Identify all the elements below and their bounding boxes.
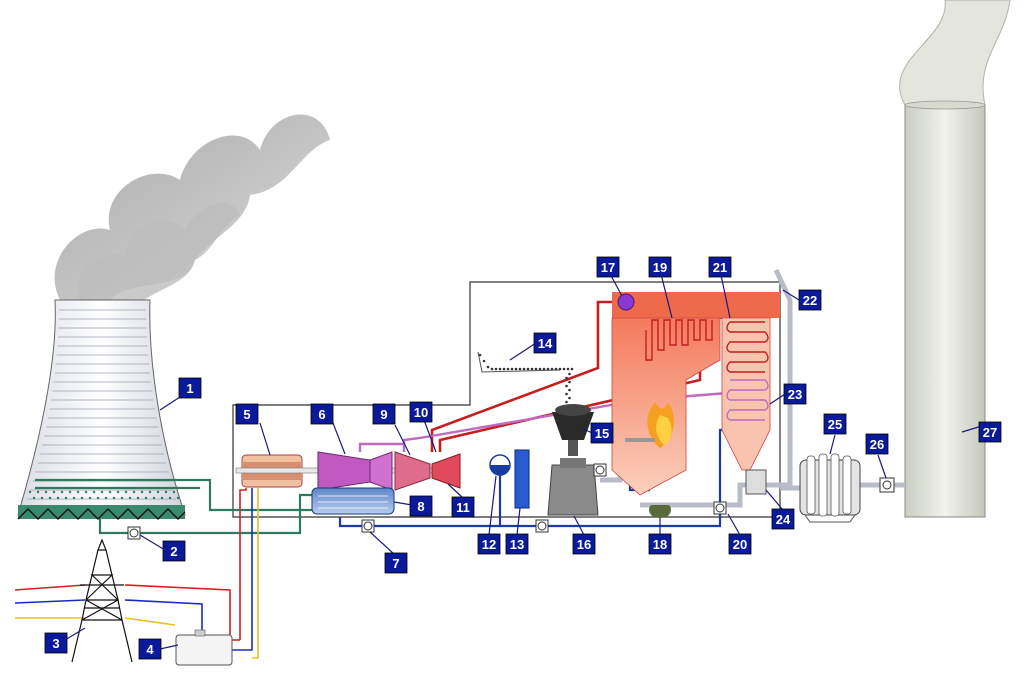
label-text: 18	[653, 537, 667, 552]
label-text: 1	[186, 381, 193, 396]
label-text: 10	[414, 405, 428, 420]
label-13: 13	[505, 533, 529, 555]
label-leader-lines	[64, 269, 986, 650]
label-10: 10	[409, 401, 433, 423]
label-20: 20	[728, 533, 752, 555]
label-5: 5	[235, 403, 259, 425]
label-17: 17	[596, 256, 620, 278]
cooling-water-pump	[127, 526, 141, 540]
induced-draught-fan	[879, 477, 895, 493]
label-text: 14	[538, 336, 553, 351]
label-text: 17	[601, 260, 615, 275]
coal-feeder-fan	[593, 463, 607, 477]
label-19: 19	[648, 256, 672, 278]
low-pressure-turbine	[317, 451, 393, 491]
label-text: 5	[243, 407, 250, 422]
label-18: 18	[648, 533, 672, 555]
label-text: 21	[713, 260, 727, 275]
electrostatic-precipitator	[799, 453, 861, 523]
label-25: 25	[823, 413, 847, 435]
cooling-tower	[17, 299, 186, 520]
label-23: 23	[783, 383, 807, 405]
condensate-pump	[361, 519, 375, 533]
label-text: 8	[417, 499, 424, 514]
label-7: 7	[384, 552, 408, 574]
deaerator	[489, 454, 511, 476]
label-3: 3	[44, 632, 68, 654]
label-24: 24	[771, 508, 795, 530]
label-text: 27	[983, 425, 997, 440]
label-2: 2	[162, 540, 186, 562]
label-1: 1	[178, 377, 202, 399]
air-preheater	[745, 469, 767, 495]
label-26: 26	[865, 433, 889, 455]
surface-condenser	[311, 487, 395, 515]
coal-hopper	[552, 404, 594, 456]
transmission-tower	[71, 538, 133, 663]
chimney-stack	[899, 0, 1011, 518]
label-6: 6	[310, 403, 334, 425]
label-text: 4	[146, 642, 154, 657]
coal-pulverizer-mill	[547, 458, 599, 516]
label-16: 16	[572, 533, 596, 555]
label-11: 11	[451, 496, 475, 518]
feed-pump	[535, 519, 549, 533]
label-text: 20	[733, 537, 747, 552]
step-up-transformer	[175, 629, 233, 666]
label-text: 3	[52, 636, 59, 651]
label-text: 23	[788, 387, 802, 402]
high-pressure-turbine	[431, 453, 461, 489]
label-text: 13	[510, 537, 524, 552]
cooling-tower-steam-plume	[54, 114, 331, 305]
label-14: 14	[533, 332, 557, 354]
label-text: 6	[318, 407, 325, 422]
label-text: 2	[170, 544, 177, 559]
forced-draught-fan	[713, 501, 727, 515]
label-text: 25	[828, 417, 842, 432]
label-text: 12	[482, 537, 496, 552]
label-text: 15	[595, 426, 609, 441]
intermediate-pressure-turbine	[394, 451, 431, 491]
boiler-steam-drum	[612, 292, 780, 318]
boiler-furnace	[611, 317, 721, 496]
label-text: 11	[456, 500, 470, 515]
cooling-water-loop	[35, 478, 320, 535]
label-21: 21	[708, 256, 732, 278]
label-text: 9	[380, 407, 387, 422]
label-text: 24	[776, 512, 791, 527]
label-22: 22	[798, 289, 822, 311]
label-4: 4	[138, 638, 162, 660]
economizer-back-pass	[721, 317, 771, 471]
label-text: 22	[803, 293, 817, 308]
label-12: 12	[477, 533, 501, 555]
label-text: 7	[392, 556, 399, 571]
label-27: 27	[978, 421, 1002, 443]
coal-conveyor	[477, 351, 574, 404]
superheater-coils	[645, 319, 713, 361]
label-15: 15	[590, 422, 614, 444]
label-text: 19	[653, 260, 667, 275]
label-text: 26	[870, 437, 884, 452]
feedwater-heater	[514, 449, 530, 509]
label-8: 8	[409, 495, 433, 517]
label-text: 16	[577, 537, 591, 552]
label-9: 9	[372, 403, 396, 425]
ash-collector	[649, 505, 671, 518]
